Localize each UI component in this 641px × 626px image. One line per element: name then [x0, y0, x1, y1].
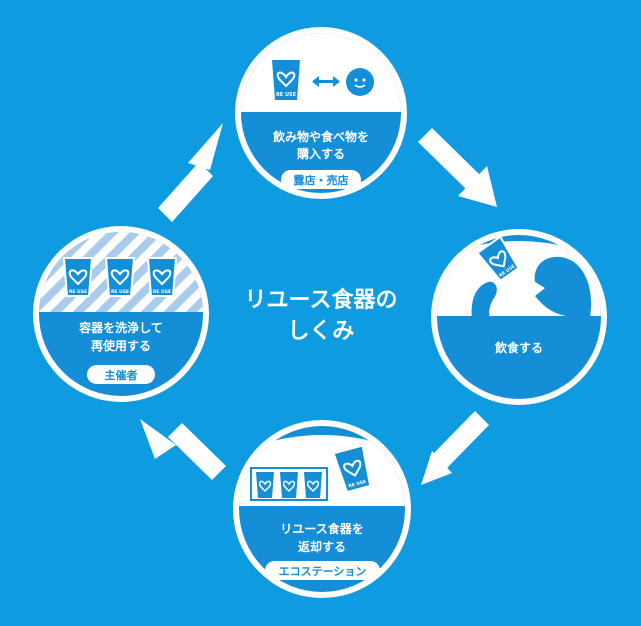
washed-cups-icon: RE USE RE USE RE USE: [62, 257, 178, 297]
node-wash-reuse: RE USE RE USE RE USE 容器を洗浄して 再使用する 主催者: [33, 226, 209, 402]
cup-label: RE USE: [111, 289, 129, 295]
arrow-bottom-to-left: [140, 419, 226, 480]
node-wash-reuse-tag-pill: [87, 365, 155, 384]
node-purchase: RE USE 飲み物や食べ物を 購入する 露店・売店: [235, 27, 407, 199]
hand-icon: [471, 281, 497, 318]
node-return-tag-pill: [265, 561, 380, 580]
cup-label: RE USE: [153, 289, 171, 295]
node-wash-reuse-tag: 主催者: [105, 368, 138, 382]
cup-label: RE USE: [348, 479, 367, 489]
cycle-arrows: [140, 123, 497, 485]
returned-cup-icon: RE USE: [332, 444, 372, 494]
center-title-line2: しくみ: [288, 319, 355, 344]
node-purchase-line2: 購入する: [296, 146, 345, 161]
cup-icon: RE USE: [272, 60, 300, 100]
cup-label: RE USE: [276, 92, 297, 98]
exchange-arrows-icon: [312, 76, 340, 87]
node-wash-reuse-line2: 再使用する: [91, 338, 151, 353]
node-return-line2: 返却する: [298, 539, 346, 554]
arrow-right-to-bottom: [421, 411, 489, 485]
node-purchase-tag-pill: [281, 170, 361, 189]
arrow-left-to-top: [158, 123, 223, 222]
node-return-line1: リユース食器を: [280, 521, 363, 536]
cup-label: RE USE: [69, 289, 87, 295]
person-head-icon: [534, 256, 592, 318]
node-return: RE USE リユース食器を 返却する エコステーション: [233, 420, 411, 598]
node-purchase-tag: 露店・売店: [294, 173, 349, 187]
arrow-top-to-right: [418, 128, 497, 207]
node-eat-drink: RE USE 飲食する: [431, 229, 607, 405]
coin-icon: [346, 68, 374, 96]
node-eat-drink-line1: 飲食する: [494, 340, 543, 355]
return-box-icon: [250, 467, 328, 501]
center-title-line1: リユース食器の: [245, 287, 398, 313]
node-wash-reuse-line1: 容器を洗浄して: [78, 320, 163, 335]
node-purchase-line1: 飲み物や食べ物を: [272, 129, 369, 144]
node-return-tag: エコステーション: [279, 565, 367, 578]
